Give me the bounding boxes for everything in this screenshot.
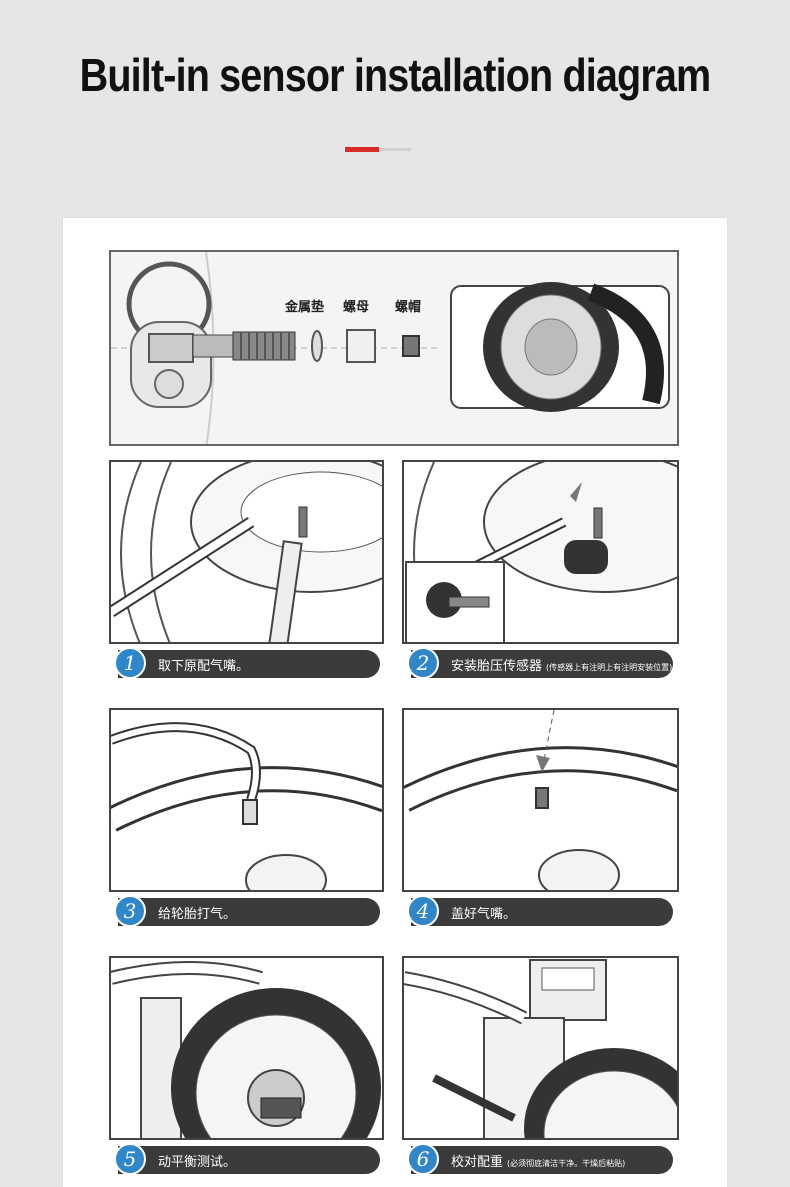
step-5-text: 动平衡测试。 <box>158 1155 236 1170</box>
step-4-number: 4 <box>407 895 439 927</box>
step-3-text: 给轮胎打气。 <box>158 907 236 922</box>
title-accent-line <box>345 147 411 152</box>
sensor-exploded-drawing <box>111 252 679 446</box>
step-2-note: (传感器上有注明上有注明安装位置) <box>546 663 672 672</box>
page-title: Built-in sensor installation diagram <box>55 48 734 102</box>
nut-label: 螺母 <box>343 296 369 315</box>
washer-label: 金属垫 <box>285 296 324 315</box>
instruction-card: 金属垫 螺母 螺帽 1 取下原配气嘴。 <box>63 218 727 1187</box>
step-5-caption: 5 动平衡测试。 <box>118 1146 380 1174</box>
step-2-number: 2 <box>407 647 439 679</box>
sensor-parts-panel: 金属垫 螺母 螺帽 <box>109 250 679 446</box>
step-3-number: 3 <box>114 895 146 927</box>
step-3-caption: 3 给轮胎打气。 <box>118 898 380 926</box>
step-2-text: 安装胎压传感器 <box>451 659 542 674</box>
step-6-caption: 6 校对配重(必须彻底清洁干净。干燥后粘贴) <box>411 1146 673 1174</box>
step-1-text: 取下原配气嘴。 <box>158 659 249 674</box>
step-6-illustration <box>402 956 679 1140</box>
step-1-caption: 1 取下原配气嘴。 <box>118 650 380 678</box>
step-6-text: 校对配重 <box>451 1155 503 1170</box>
step-3-illustration <box>109 708 384 892</box>
step-6-number: 6 <box>407 1143 439 1175</box>
step-2-illustration <box>402 460 679 644</box>
step-4-text: 盖好气嘴。 <box>451 907 516 922</box>
step-1-illustration <box>109 460 384 644</box>
step-4-illustration <box>402 708 679 892</box>
step-5-illustration <box>109 956 384 1140</box>
step-2-caption: 2 安装胎压传感器(传感器上有注明上有注明安装位置) <box>411 650 673 678</box>
cap-label: 螺帽 <box>395 296 421 315</box>
step-1-number: 1 <box>114 647 146 679</box>
step-5-number: 5 <box>114 1143 146 1175</box>
step-6-note: (必须彻底清洁干净。干燥后粘贴) <box>507 1159 625 1168</box>
step-4-caption: 4 盖好气嘴。 <box>411 898 673 926</box>
